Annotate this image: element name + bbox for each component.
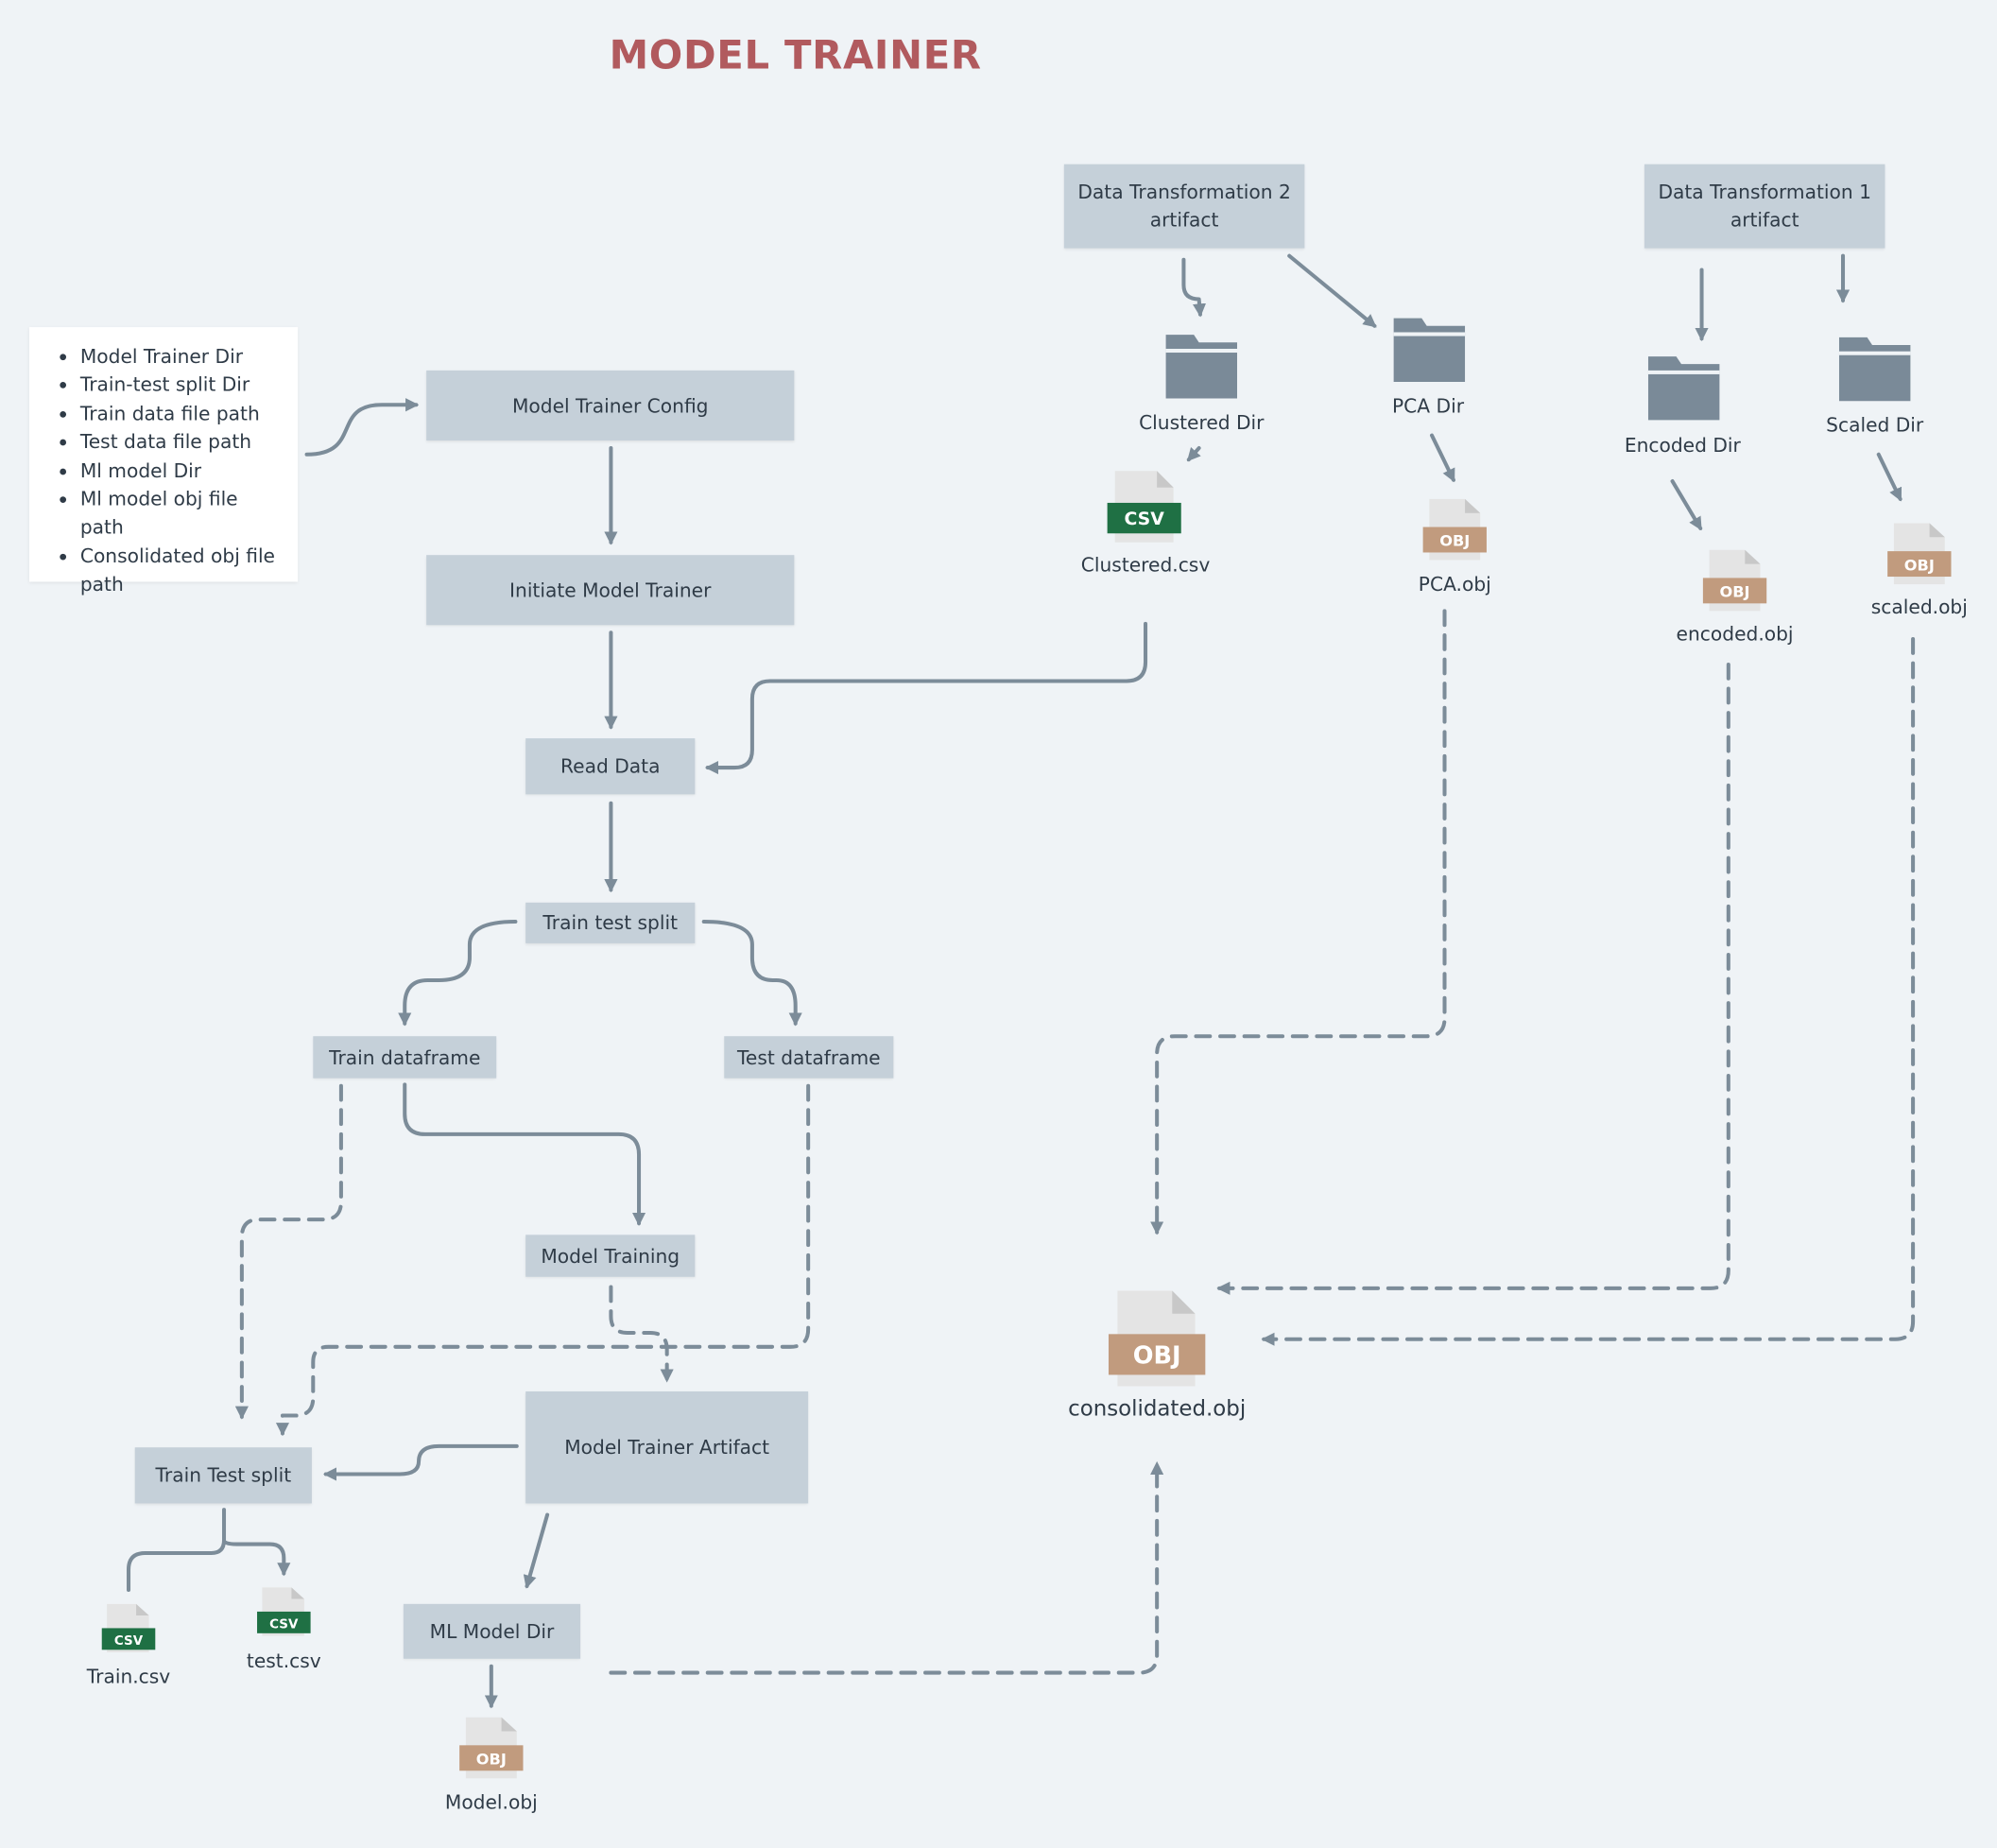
pca-dir-folder-icon[interactable] — [1391, 316, 1468, 385]
pca-dir-label: PCA Dir — [1391, 394, 1464, 418]
arrow-clustered-csv-to-read — [704, 621, 1148, 775]
arrow-split-to-train-df — [398, 919, 518, 1027]
arrow-scaled-dir-to-obj — [1876, 452, 1902, 502]
csv-badge-text: CSV — [114, 1634, 144, 1649]
obj-badge-text: OBJ — [1720, 583, 1750, 601]
train-test-split-dir-box[interactable]: Train Test split — [134, 1447, 312, 1504]
test-csv-file-icon[interactable]: CSV — [256, 1586, 312, 1637]
train-test-split-box[interactable]: Train test split — [525, 902, 696, 943]
ml-model-dir-box[interactable]: ML Model Dir — [403, 1603, 581, 1659]
model-trainer-config-box[interactable]: Model Trainer Config — [426, 370, 795, 440]
config-note-item: Model Trainer Dir — [80, 342, 285, 371]
csv-badge-text: CSV — [1125, 509, 1165, 529]
clustered-csv-label: Clustered.csv — [1080, 553, 1211, 578]
obj-badge-text: OBJ — [1133, 1341, 1181, 1370]
data-transformation-1-artifact-box[interactable]: Data Transformation 1 artifact — [1644, 164, 1885, 249]
config-note-item: Consolidated obj file path — [80, 542, 285, 598]
train-csv-label: Train.csv — [86, 1665, 171, 1688]
data-transformation-2-artifact-box[interactable]: Data Transformation 2 artifact — [1063, 164, 1305, 249]
dashed-training-to-artifact — [609, 1285, 674, 1383]
encoded-dir-folder-icon[interactable] — [1645, 354, 1722, 423]
dashed-pca-obj-to-consolidated — [1150, 609, 1447, 1235]
config-notes-list: Model Trainer Dir Train-test split Dir T… — [29, 327, 298, 599]
obj-badge-text: OBJ — [476, 1751, 507, 1769]
arrow-config-list-to-config — [304, 398, 420, 457]
clustered-dir-label: Clustered Dir — [1139, 410, 1265, 435]
model-trainer-artifact-box[interactable]: Model Trainer Artifact — [525, 1390, 809, 1504]
model-obj-file-icon[interactable]: OBJ — [458, 1716, 525, 1779]
consolidated-obj-file-icon[interactable]: OBJ — [1108, 1289, 1207, 1389]
scaled-obj-file-icon[interactable]: OBJ — [1886, 522, 1953, 585]
pca-obj-file-icon[interactable]: OBJ — [1421, 498, 1488, 561]
scaled-obj-label: scaled.obj — [1870, 596, 1968, 619]
dashed-ml-dir-to-consolidated — [609, 1460, 1164, 1675]
arrow-artifact-to-split-dir — [322, 1443, 519, 1481]
model-obj-label: Model.obj — [444, 1790, 538, 1815]
scaled-dir-folder-icon[interactable] — [1836, 335, 1913, 404]
arrow-artifact-to-ml-dir — [523, 1512, 550, 1589]
arrow-encoded-dir-to-obj — [1670, 479, 1703, 531]
dashed-test-df-to-split-dir — [275, 1083, 811, 1437]
consolidated-obj-label: consolidated.obj — [1068, 1396, 1247, 1423]
config-note-item: Ml model obj file path — [80, 485, 285, 542]
scaled-dir-label: Scaled Dir — [1826, 413, 1924, 437]
dashed-encoded-obj-to-consolidated — [1216, 662, 1730, 1295]
config-note-item: Ml model Dir — [80, 457, 285, 485]
arrow-train-df-to-training — [403, 1082, 646, 1227]
encoded-obj-label: encoded.obj — [1676, 622, 1794, 646]
dashed-scaled-obj-to-consolidated — [1261, 637, 1916, 1346]
arrow-pca-dir-to-obj — [1430, 433, 1455, 483]
encoded-dir-label: Encoded Dir — [1624, 434, 1741, 458]
read-data-box[interactable]: Read Data — [525, 738, 696, 795]
page-title: MODEL TRAINER — [609, 33, 982, 79]
model-training-box[interactable]: Model Training — [525, 1235, 696, 1277]
train-csv-file-icon[interactable]: CSV — [100, 1602, 156, 1653]
test-dataframe-box[interactable]: Test dataframe — [724, 1036, 894, 1079]
arrow-dt2-to-pca-dir — [1287, 253, 1377, 328]
clustered-csv-file-icon[interactable]: CSV — [1106, 470, 1182, 544]
dashed-train-df-to-split-dir — [234, 1083, 343, 1420]
test-csv-label: test.csv — [246, 1649, 321, 1673]
config-note-item: Train-test split Dir — [80, 371, 285, 399]
train-dataframe-box[interactable]: Train dataframe — [313, 1036, 497, 1079]
arrow-split-to-test-df — [701, 919, 802, 1027]
obj-badge-text: OBJ — [1904, 556, 1935, 574]
arrow-clustered-dir-to-csv — [1186, 446, 1201, 462]
config-notes-card: Model Trainer Dir Train-test split Dir T… — [28, 327, 299, 596]
pca-obj-label: PCA.obj — [1418, 573, 1491, 596]
initiate-model-trainer-box[interactable]: Initiate Model Trainer — [426, 555, 795, 626]
arrow-split-dir-to-csvs — [126, 1508, 284, 1593]
clustered-dir-folder-icon[interactable] — [1163, 332, 1240, 401]
config-note-item: Train data file path — [80, 400, 285, 428]
obj-badge-text: OBJ — [1439, 532, 1470, 550]
arrow-dt2-to-clustered-dir — [1181, 257, 1207, 318]
csv-badge-text: CSV — [269, 1617, 299, 1632]
config-note-item: Test data file path — [80, 428, 285, 457]
encoded-obj-file-icon[interactable]: OBJ — [1702, 548, 1768, 612]
